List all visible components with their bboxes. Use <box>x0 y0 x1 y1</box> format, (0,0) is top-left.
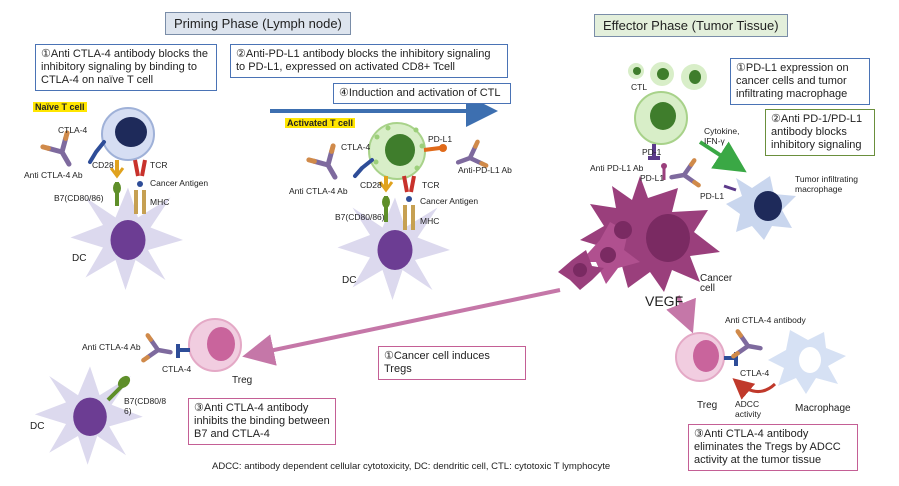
activated-t-cell-label: Activated T cell <box>285 118 356 128</box>
box-cancer-induces-tregs: ①Cancer cell induces Tregs <box>378 346 526 380</box>
activated-pdl1-label: PD-L1 <box>428 134 453 144</box>
box-anti-ctla4-b7: ③Anti CTLA-4 antibody inhibits the bindi… <box>188 398 336 445</box>
effector-phase-title: Effector Phase (Tumor Tissue) <box>594 14 788 37</box>
activated-cd28-b7 <box>378 176 394 222</box>
macrophage-pdl1-label: PD-L1 <box>700 191 725 201</box>
naive-t-cell-label: Naïve T cell <box>33 102 87 112</box>
vegf-label: VEGF <box>645 293 684 309</box>
activated-anti-pdl1-label: Anti-PD-L1 Ab <box>458 165 512 175</box>
activated-pdl1-receptor <box>423 144 447 152</box>
lower-ctla4-label: CTLA-4 <box>162 364 192 374</box>
tumor-macrophage <box>723 176 796 240</box>
naive-b7-label: B7(CD80/86) <box>54 193 104 203</box>
naive-ctla4-label: CTLA-4 <box>58 125 88 135</box>
ctl-cells <box>628 62 707 145</box>
vegf-arrow <box>666 295 696 334</box>
lower-b7-label: B7(CD80/8 6) <box>124 396 167 416</box>
lower-anti-ctla4-antibody <box>143 335 172 364</box>
effector-box-adcc: ③Anti CTLA-4 antibody eliminates the Tre… <box>688 424 858 471</box>
treg-induction-arrow <box>242 288 561 366</box>
effector-anti-pdl1-antibody <box>669 160 698 189</box>
effector-treg-cell <box>675 332 738 382</box>
effector-anti-ctla4-label: Anti CTLA-4 antibody <box>725 315 806 325</box>
cancer-pdl1-label: PD-L1 <box>640 173 665 183</box>
adcc-label: ADCC activity <box>735 399 761 419</box>
adcc-arrow <box>732 378 777 400</box>
tumor-macrophage-label: Tumor infiltrating macrophage <box>795 174 858 194</box>
priming-box-ctl-induction: ④Induction and activation of CTL <box>333 83 511 104</box>
effector-treg-label: Treg <box>697 400 718 411</box>
cancer-cell-label: Cancer cell <box>700 273 733 294</box>
activated-mhc-label: MHC <box>420 216 440 226</box>
activated-cancer-antigen-label: Cancer Antigen <box>420 196 479 206</box>
priming-box-pdl1: ②Anti-PD-L1 antibody blocks the inhibito… <box>230 44 508 78</box>
cytokine-label: Cytokine, IFN-γ <box>704 126 740 146</box>
lower-anti-ctla4-label: Anti CTLA-4 Ab <box>82 342 141 352</box>
activated-b7-label: B7(CD80/86) <box>335 212 385 222</box>
naive-anti-ctla4-antibody <box>43 133 81 171</box>
lower-treg-label: Treg <box>232 375 253 386</box>
naive-ctla4-receptor <box>88 140 106 164</box>
naive-tcr-mhc <box>133 159 147 214</box>
lower-b7 <box>106 375 131 402</box>
activated-anti-ctla4-label: Anti CTLA-4 Ab <box>289 186 348 196</box>
pd1-receptor <box>648 144 660 160</box>
cancer-cells <box>558 163 720 292</box>
lower-dc-label: DC <box>30 421 45 432</box>
effector-anti-pdl1-label: Anti PD-L1 Ab <box>590 163 644 173</box>
effector-macrophage <box>768 330 846 394</box>
ctl-label: CTL <box>631 82 648 92</box>
priming-box-ctla4: ①Anti CTLA-4 antibody blocks the inhibit… <box>35 44 217 91</box>
pd1-label: PD-1 <box>642 147 662 157</box>
priming-phase-title: Priming Phase (Lymph node) <box>165 12 351 35</box>
effector-ctla4-label: CTLA-4 <box>740 368 770 378</box>
activated-cd28-label: CD28 <box>360 180 382 190</box>
activated-tcr-mhc <box>402 175 416 230</box>
macrophage-label: Macrophage <box>795 403 851 414</box>
footnote: ADCC: antibody dependent cellular cytoto… <box>212 461 611 472</box>
naive-t-cell <box>101 107 155 161</box>
lower-treg-cell <box>176 318 242 372</box>
naive-mhc-label: MHC <box>150 197 170 207</box>
naive-cd28-label: CD28 <box>92 160 114 170</box>
naive-dc-label: DC <box>72 253 87 264</box>
activated-tcr-label: TCR <box>422 180 440 190</box>
activated-ctla4-label: CTLA-4 <box>341 142 371 152</box>
activated-dc-label: DC <box>342 275 357 286</box>
naive-anti-ctla4-label: Anti CTLA-4 Ab <box>24 170 83 180</box>
naive-cancer-antigen-label: Cancer Antigen <box>150 178 209 188</box>
activated-t-cell <box>368 122 426 180</box>
effector-box-pd1-blockade: ②Anti PD-1/PD-L1 antibody blocks inhibit… <box>765 109 875 156</box>
naive-cd28-b7 <box>109 160 125 206</box>
cytokine-arrow <box>698 140 747 173</box>
activated-ctla4-receptor <box>353 158 374 178</box>
naive-tcr-label: TCR <box>150 160 168 170</box>
effector-box-pdl1-expression: ①PD-L1 expression on cancer cells and tu… <box>730 58 870 105</box>
